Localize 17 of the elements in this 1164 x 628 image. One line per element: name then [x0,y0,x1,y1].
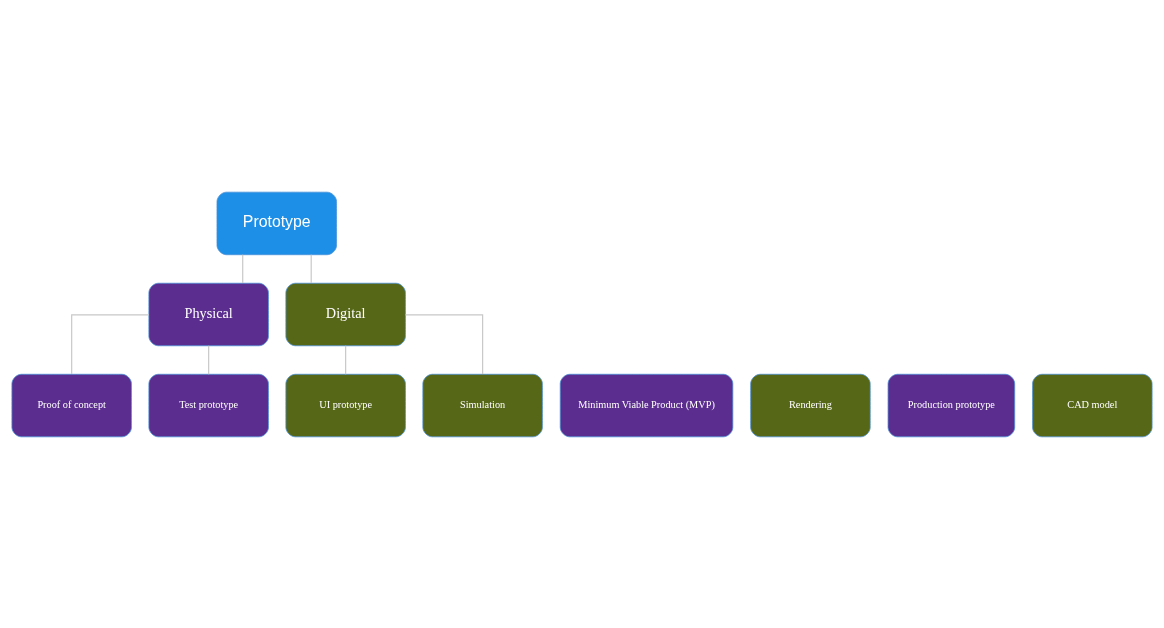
node-box: Digital [285,282,406,346]
node-box: Simulation [422,373,543,437]
node-box: Minimum Viable Product (MVP) [559,373,734,437]
connector [71,313,150,375]
node-box: CAD model [1032,373,1153,437]
node-box: Production prototype [887,373,1016,437]
node-box: Rendering [750,373,871,437]
node-box: UI prototype [285,373,406,437]
connector [404,313,484,375]
node-box: Test prototype [148,373,269,437]
connector [208,344,210,375]
node-box: Prototype [216,191,337,255]
connector [345,344,347,375]
node-box: Proof of concept [11,373,132,437]
connector [310,253,312,284]
connector [242,253,244,284]
node-box: Physical [148,282,269,346]
